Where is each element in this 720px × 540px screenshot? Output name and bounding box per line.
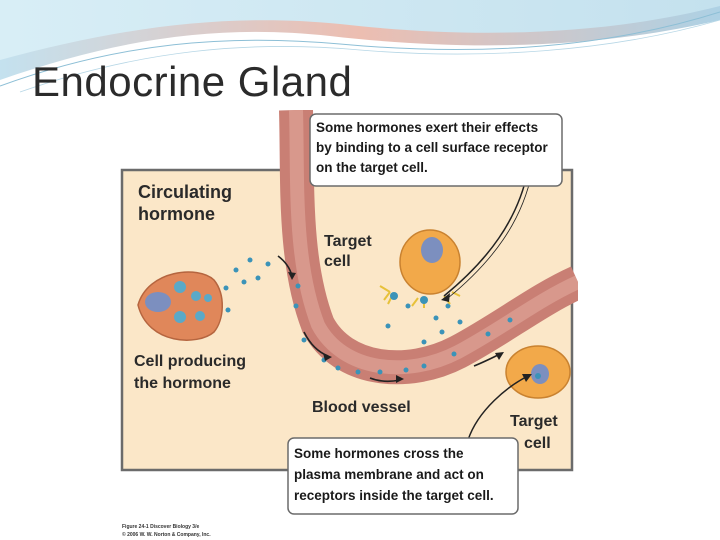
swoosh-line [19,19,720,93]
swoosh-line [0,11,720,87]
heading-hormone: hormone [138,204,215,224]
callout-bottom-line: Some hormones cross the [294,446,464,461]
callout-top-line: Some hormones exert their effects [316,120,538,135]
callout-top-pointer [443,169,529,297]
callout-bottom-line: plasma membrane and act on [294,467,484,482]
label-target-right: Target [510,413,558,430]
callout-bottom [287,437,519,515]
callout-top [309,113,563,187]
arrow-heads [288,272,504,383]
callout-top-pointer-2 [447,171,533,299]
endocrine-figure: Some hormones exert their effects by bin… [120,110,578,538]
label-target-right-cell: cell [524,435,551,452]
heading-circulating: Circulating [138,182,232,202]
producing-cell [137,271,223,341]
target-cell-right [505,345,571,399]
figure-credit: Figure 24-1 Discover Biology 3/e [122,524,199,530]
label-target-top-cell: cell [324,253,351,270]
callout-top-line: on the target cell. [316,160,428,175]
figure-credit: © 2006 W. W. Norton & Company, Inc. [122,531,211,538]
callout-bottom-line: receptors inside the target cell. [294,488,494,503]
callout-top-line: by binding to a cell surface receptor [316,140,549,155]
target-cell-top [379,229,461,308]
label-target-top: Target [324,233,372,250]
slide-title: Endocrine Gland [32,58,353,105]
label-producing-2: the hormone [134,375,231,392]
label-blood-vessel: Blood vessel [312,399,411,416]
callout-bottom-pointer [467,375,529,441]
label-producing: Cell producing [134,353,246,370]
hormone-dots [223,257,525,375]
swoosh-band-light [0,0,720,60]
